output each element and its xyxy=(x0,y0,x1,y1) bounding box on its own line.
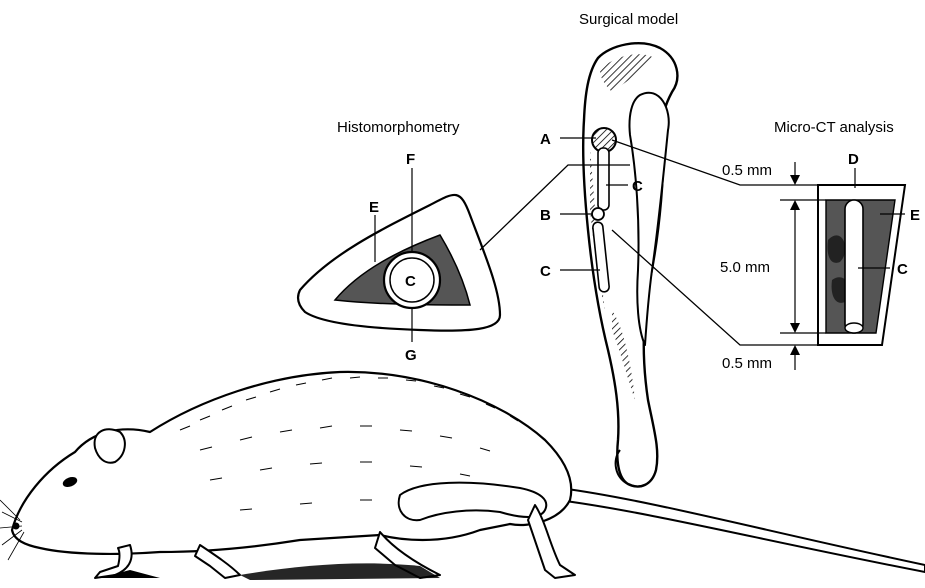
label-b: B xyxy=(540,207,551,224)
measure-top-gap: 0.5 mm xyxy=(722,162,772,179)
hole-b xyxy=(592,208,604,220)
label-c-lower: C xyxy=(540,263,551,280)
label-a: A xyxy=(540,131,551,148)
rat-body xyxy=(12,372,571,554)
label-f: F xyxy=(406,151,415,168)
title-microct: Micro-CT analysis xyxy=(774,119,894,136)
dim-length-arrow-bottom xyxy=(790,323,800,333)
ground-shadow xyxy=(240,563,440,580)
measure-length: 5.0 mm xyxy=(720,259,770,276)
femur-illustration xyxy=(583,43,677,486)
dim-bottom-gap-arrow xyxy=(790,345,800,355)
label-e-histo: E xyxy=(369,199,379,216)
histo-cross-section xyxy=(298,168,500,342)
rat-illustration xyxy=(0,372,925,580)
rat-tail xyxy=(558,488,925,572)
label-d: D xyxy=(848,151,859,168)
measure-bottom-gap: 0.5 mm xyxy=(722,355,772,372)
dim-top-gap-arrow xyxy=(790,175,800,185)
label-c-microct: C xyxy=(897,261,908,278)
microct-implant xyxy=(845,200,863,333)
dim-length-arrow-top xyxy=(790,200,800,210)
label-c-upper: C xyxy=(632,178,643,195)
implant-upper xyxy=(598,148,609,210)
title-surgical-model: Surgical model xyxy=(579,11,678,28)
microct-section xyxy=(780,162,905,370)
title-histomorphometry: Histomorphometry xyxy=(337,119,460,136)
label-g: G xyxy=(405,347,417,364)
rat-ear xyxy=(95,429,125,462)
label-e-microct: E xyxy=(910,207,920,224)
microct-implant-tip xyxy=(845,323,863,333)
label-c-histo: C xyxy=(405,273,416,290)
